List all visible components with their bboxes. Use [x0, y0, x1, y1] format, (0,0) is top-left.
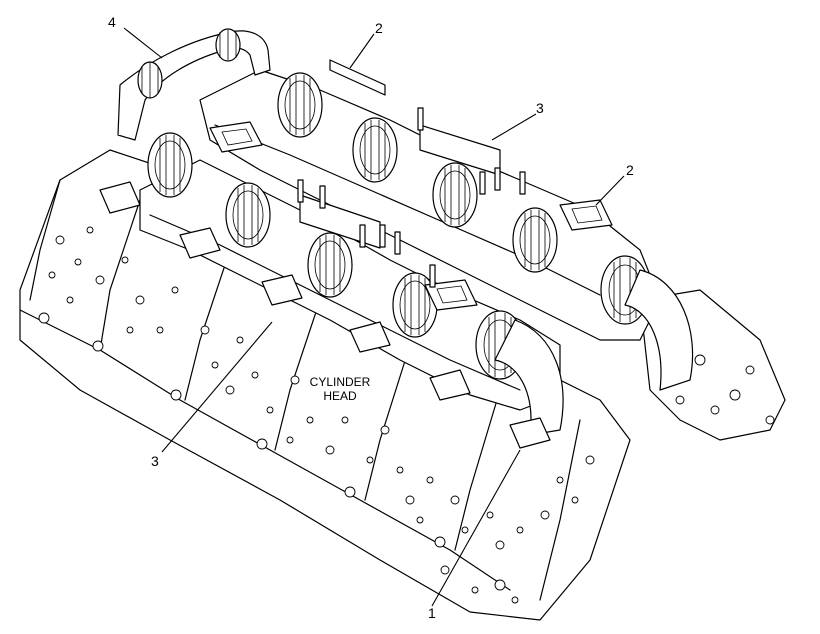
bellows-joint — [512, 207, 558, 273]
bellows-lower — [147, 132, 525, 380]
cylinder-head-label-bg — [302, 373, 378, 403]
leader-line-3b — [161, 321, 273, 453]
callout-3-lower: 3 — [151, 453, 159, 469]
crossover-pipe — [117, 28, 271, 141]
bellows-joint — [225, 182, 271, 248]
callout-1: 1 — [428, 605, 436, 621]
leader-line-2b — [595, 175, 625, 206]
bellows-joint — [147, 132, 193, 198]
cylinder-head-label-line2: HEAD — [323, 389, 357, 403]
leader-line-1 — [431, 449, 521, 607]
studs — [297, 107, 526, 288]
callout-2-upper: 2 — [375, 20, 383, 36]
callout-2-right: 2 — [626, 162, 634, 178]
gaskets — [99, 181, 551, 449]
bellows-joint — [277, 72, 323, 138]
callout-4: 4 — [108, 14, 116, 30]
callout-3-upper: 3 — [536, 100, 544, 116]
bellows-joint — [392, 272, 438, 338]
leader-line-3a — [491, 113, 537, 141]
bellows-joint — [432, 162, 478, 228]
cylinder-head-label-line1: CYLINDER — [310, 375, 371, 389]
elbow-outlets — [494, 269, 694, 436]
leader-line-4 — [123, 27, 163, 59]
bellows-joint — [352, 117, 398, 183]
leader-line-2a — [349, 33, 375, 69]
cylinder-head-holes — [48, 226, 595, 604]
bellows-upper — [277, 72, 650, 325]
bellows-joint — [307, 232, 353, 298]
